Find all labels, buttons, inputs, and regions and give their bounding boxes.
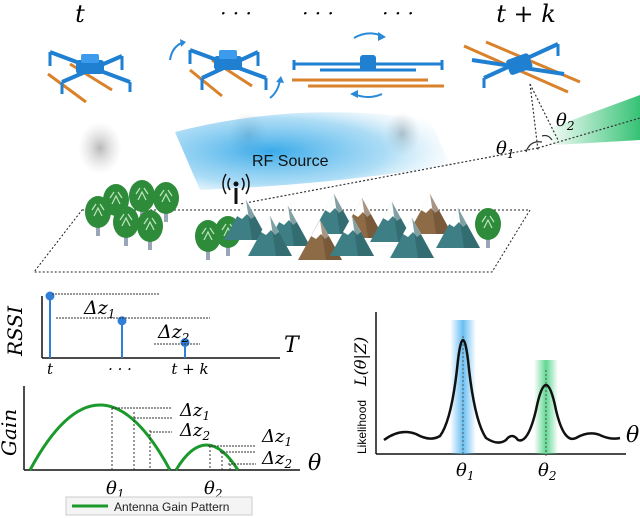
scene-theta-2: θ2 [556, 110, 574, 133]
drone-shadow-1 [78, 122, 122, 174]
label-t: t [75, 0, 85, 28]
rssi-tick-dots: · · · [108, 360, 132, 378]
rf-source-label: RF Source [252, 153, 329, 170]
gain-dz2-side: Δz2 [261, 448, 292, 471]
label-dots-1: · · · [220, 1, 252, 25]
rssi-stem-marker [117, 316, 127, 326]
rssi-plot: RSSI T Δz1 Δz2 t · · · t + k [3, 291, 301, 378]
drone-2 [169, 39, 284, 99]
drone-4 [463, 40, 581, 94]
rssi-tick-t: t [47, 360, 54, 378]
rf-beam-green [545, 95, 640, 145]
gain-side-lobe [174, 443, 240, 471]
gain-plot: Gain θ Δz1 Δz2 Δz1 Δz2 θ1 θ2 Antenna Gai… [0, 386, 321, 516]
theta-arc-2 [541, 134, 553, 141]
gain-theta-1: θ1 [106, 478, 124, 501]
gain-dz2: Δz2 [179, 420, 210, 443]
label-dots-2: · · · [302, 1, 334, 25]
rssi-tick-tk: t + k [171, 360, 208, 378]
likelihood-curve [383, 338, 621, 444]
gain-theta-2: θ2 [204, 478, 222, 501]
rotate-arrow-icon [353, 93, 383, 98]
drone-3 [292, 32, 444, 98]
likelihood-ylabel: Likelihood [355, 400, 369, 454]
scene-theta-1: θ1 [496, 138, 514, 161]
likelihood-ylabel-math: L(θ|Z) [351, 337, 370, 387]
likelihood-xlabel: θ [626, 423, 639, 448]
label-dots-3: · · · [382, 1, 414, 25]
gain-main-lobe [28, 403, 172, 471]
likelihood-theta-1: θ1 [456, 460, 474, 483]
rssi-ylabel: RSSI [3, 305, 27, 357]
theta-ref-line-3 [239, 147, 539, 205]
rssi-stem-marker [180, 338, 190, 347]
rotate-arrow-icon [269, 79, 281, 99]
rssi-dz1: Δz1 [83, 297, 115, 321]
gain-ylabel: Gain [0, 409, 21, 456]
gain-xlabel: θ [308, 451, 321, 476]
theta-ref-line-1 [529, 83, 539, 151]
legend-box [65, 496, 253, 516]
rssi-xlabel: T [284, 333, 301, 358]
theta-ref-line-2 [529, 83, 559, 141]
theta-ref-line-4 [537, 117, 640, 149]
ground-plane [32, 209, 531, 273]
rotate-arrow-icon [353, 32, 383, 39]
rf-antenna-icon [222, 173, 250, 204]
likelihood-plot: Likelihood L(θ|Z) θ θ1 θ2 [351, 312, 639, 483]
theta-arc [525, 141, 543, 153]
rssi-stem-marker [45, 291, 55, 301]
gain-dz1-side: Δz1 [261, 426, 292, 449]
rssi-dz2: Δz2 [157, 321, 189, 345]
mountain-range [224, 194, 480, 260]
label-t-plus-k: t + k [496, 0, 556, 28]
rf-beam-blue [175, 112, 450, 190]
gain-dz1: Δz1 [179, 400, 210, 423]
drone-1 [47, 50, 132, 104]
legend-label: Antenna Gain Pattern [114, 500, 229, 514]
likelihood-theta-2: θ2 [538, 460, 556, 483]
